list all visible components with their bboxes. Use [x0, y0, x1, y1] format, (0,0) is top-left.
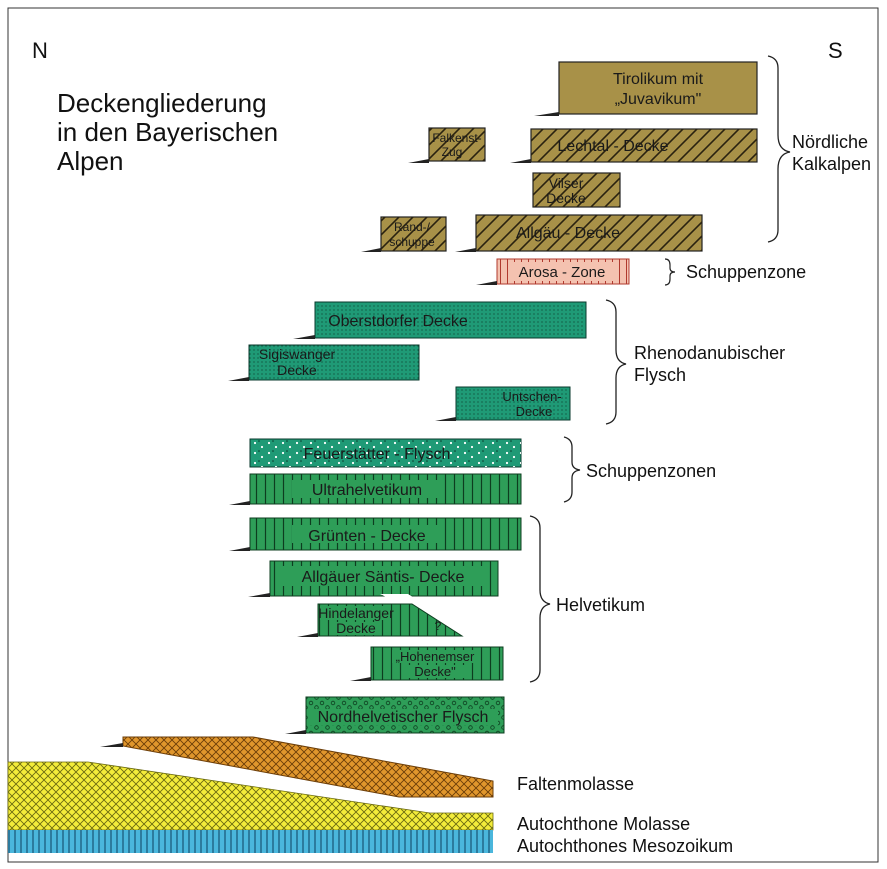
thrust-arrow — [285, 730, 306, 734]
feuerstaetter-label: Feuerstätter - Flysch — [304, 446, 451, 463]
thrust-arrow — [408, 159, 429, 163]
ultrahelvetikum-label: Ultrahelvetikum — [312, 482, 422, 499]
hindelanger-query: ? — [435, 619, 442, 633]
hohenemser-label-1: „Hohenemser — [396, 649, 475, 664]
hindelanger-label-2: Decke — [336, 620, 376, 636]
brace-kalkalpen — [767, 55, 791, 243]
tirolikum-label-1: Tirolikum mit — [613, 71, 704, 88]
thrust-arrow — [293, 335, 315, 339]
untschen-label-2: Decke — [516, 404, 553, 419]
unit-randschuppe: Rand-/ schuppe — [361, 216, 447, 252]
thrust-arrow — [229, 501, 250, 505]
south-label: S — [828, 38, 843, 63]
thrust-arrow — [510, 159, 531, 163]
group-helvetikum-label: Helvetikum — [556, 595, 645, 615]
thrust-arrow — [361, 248, 381, 252]
unit-sigiswanger-decke: Sigiswanger Decke — [228, 344, 420, 381]
thrust-arrow — [229, 547, 250, 551]
group-flysch-label-2: Flysch — [634, 365, 686, 385]
unit-feuerstaetter-flysch: Feuerstätter - Flysch — [249, 438, 522, 468]
vilser-label-1: Vilser — [549, 175, 584, 191]
oberstdorfer-label: Oberstdorfer Decke — [328, 313, 468, 330]
title-line-3: Alpen — [57, 146, 124, 176]
unit-falkenstein-zug: Falkenst- Zug — [408, 127, 486, 163]
saentis-label: Allgäuer Säntis- Decke — [302, 569, 465, 586]
sigiswanger-label-1: Sigiswanger — [259, 346, 336, 362]
group-kalkalpen-label-1: Nördliche — [792, 132, 868, 152]
thrust-arrow — [534, 112, 559, 116]
north-label: N — [32, 38, 48, 63]
allgaeu-label: Allgäu - Decke — [516, 225, 620, 242]
unit-tirolikum: Tirolikum mit „Juvavikum" — [534, 61, 758, 116]
autochthone-molasse-label: Autochthone Molasse — [517, 814, 690, 834]
group-schuppenzonen-label: Schuppenzonen — [586, 461, 716, 481]
group-flysch-label-1: Rhenodanubischer — [634, 343, 785, 363]
nordhelvetischer-label: Nordhelvetischer Flysch — [318, 709, 489, 726]
falkenstein-label-2: Zug — [442, 145, 463, 159]
thrust-arrow — [228, 377, 249, 381]
gruenten-label: Grünten - Decke — [308, 528, 425, 545]
sigiswanger-label-2: Decke — [277, 362, 317, 378]
untschen-label-1: Untschen- — [502, 389, 561, 404]
thrust-arrow — [248, 593, 270, 597]
unit-oberstdorfer-decke: Oberstdorfer Decke — [293, 301, 587, 339]
brace-flysch — [605, 299, 627, 425]
unit-hohenemser-decke: „Hohenemser Decke" — [350, 646, 504, 681]
hindelanger-label-1: Hindelanger — [318, 605, 394, 621]
unit-autochthones-mesozoikum — [8, 830, 493, 853]
mesozoikum-label: Autochthones Mesozoikum — [517, 836, 733, 856]
unit-nordhelvetischer-flysch: Nordhelvetischer Flysch — [285, 696, 505, 734]
hohenemser-label-2: Decke" — [414, 664, 456, 679]
thrust-arrow — [350, 677, 371, 681]
thrust-arrow — [455, 248, 476, 252]
thrust-arrow — [435, 417, 456, 421]
unit-faltenmolasse — [100, 736, 494, 798]
arosa-label: Arosa - Zone — [519, 264, 606, 281]
unit-hindelanger-decke: Hindelanger Decke ? — [297, 603, 464, 637]
randschuppe-label-2: schuppe — [389, 235, 435, 249]
unit-arosa-zone: Arosa - Zone — [476, 258, 630, 285]
falkenstein-label-1: Falkenst- — [432, 131, 481, 145]
vilser-label-2: Decke — [546, 190, 586, 206]
unit-untschen-decke: Untschen- Decke — [435, 386, 571, 421]
group-kalkalpen-label-2: Kalkalpen — [792, 154, 871, 174]
thrust-arrow — [297, 633, 318, 637]
brace-schuppenzone — [664, 258, 676, 286]
faltenmolasse-label: Faltenmolasse — [517, 774, 634, 794]
randschuppe-label-1: Rand-/ — [394, 220, 431, 234]
unit-allgaeuer-saentis-decke: Allgäuer Säntis- Decke — [248, 560, 499, 597]
unit-gruenten-decke: Grünten - Decke — [229, 517, 522, 551]
title-line-1: Deckengliederung — [57, 88, 267, 118]
thrust-arrow — [476, 281, 497, 285]
brace-helvetikum — [529, 515, 551, 683]
unit-ultrahelvetikum: Ultrahelvetikum — [229, 473, 522, 505]
group-schuppenzone-label: Schuppenzone — [686, 262, 806, 282]
lechtal-label: Lechtal - Decke — [557, 138, 668, 155]
thrust-arrow — [100, 743, 123, 747]
unit-allgaeu-decke: Allgäu - Decke — [455, 214, 703, 252]
brace-schuppenzonen — [563, 436, 581, 503]
tirolikum-label-2: „Juvavikum" — [615, 91, 702, 108]
unit-vilser-decke: Vilser Decke — [532, 172, 621, 208]
title-line-2: in den Bayerischen — [57, 117, 278, 147]
unit-autochthone-molasse — [7, 761, 494, 831]
unit-lechtal-decke: Lechtal - Decke — [510, 128, 758, 163]
